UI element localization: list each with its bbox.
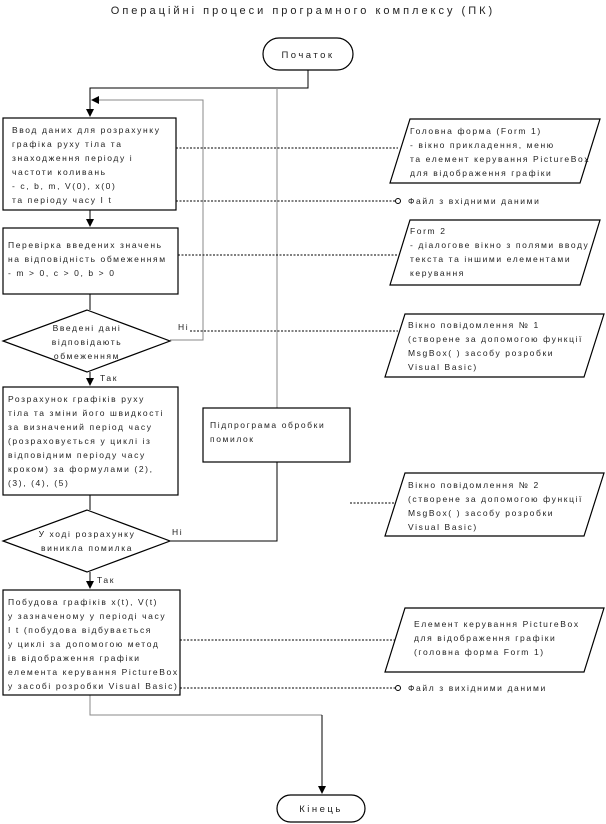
text-line: (створене за допомогою функції xyxy=(408,334,583,344)
decision-error-no-label: Ні xyxy=(172,527,183,537)
text-line: у зазначеному у періоді часу xyxy=(8,611,166,621)
text-line: обмеженням xyxy=(54,351,120,361)
text-line: Побудова графіків x(t), V(t) xyxy=(8,597,158,607)
text-line: відповідають xyxy=(52,337,123,347)
text-line: У ході розрахунку xyxy=(39,529,136,539)
text-line: у циклі за допомогою метод xyxy=(8,639,159,649)
io-main-form xyxy=(389,118,601,184)
decision-error xyxy=(1,509,172,573)
decision-valid-yes-label: Так xyxy=(100,373,118,383)
text-line: кроком) за формулами (2), xyxy=(8,464,154,474)
io-picturebox xyxy=(384,607,605,673)
text-line: Розрахунок графіків руху xyxy=(8,394,145,404)
text-line: - c, b, m, V(0), x(0) xyxy=(12,181,116,191)
text-line: для відображення графіки xyxy=(414,633,556,643)
connector-4-end-a xyxy=(89,695,322,716)
io-msgbox-2 xyxy=(384,472,605,537)
text-line: I t (побудова відбувається xyxy=(8,625,152,635)
io-form2 xyxy=(389,219,601,286)
text-line: Ввод даних для розрахунку xyxy=(12,125,161,135)
text-line: знаходження періоду і xyxy=(12,153,133,163)
text-line: частоти коливань xyxy=(12,167,107,177)
text-line: елемента керування PictureBox xyxy=(8,667,179,677)
text-line: Підпрограма обробки xyxy=(210,420,325,430)
io-msgbox-1 xyxy=(384,313,605,378)
file-output-icon xyxy=(395,685,401,691)
decision-valid-no-label: Ні xyxy=(178,322,189,332)
connector-start-to-input xyxy=(86,70,309,117)
end-label: Кінець xyxy=(299,804,343,815)
text-line: ів відображення графіки xyxy=(8,653,141,663)
text-line: у засобі розробки Visual Basic) xyxy=(8,681,178,691)
text-line: тіла та зміни його швидкості xyxy=(8,408,164,418)
process-input-data xyxy=(2,117,177,211)
subroutine-error-handler xyxy=(202,407,351,463)
file-input-icon xyxy=(395,198,401,204)
text-line: помилок xyxy=(210,434,255,444)
text-line: Вікно повідомлення № 1 xyxy=(408,320,540,330)
decision-valid xyxy=(1,309,172,373)
text-line: Головна форма (Form 1) xyxy=(410,126,542,136)
connector-loop-validation xyxy=(91,96,204,341)
text-line: Елемент керування PictureBox xyxy=(414,619,580,629)
text-line: Form 2 xyxy=(410,226,447,236)
text-line: MsgBox( ) засобу розробки xyxy=(408,508,554,518)
process-input-data-text: Ввод даних для розрахунку графіка руху т… xyxy=(12,125,161,205)
text-line: для відображення графіки xyxy=(410,168,552,178)
text-line: на відповідність обмеженням xyxy=(8,254,167,264)
text-line: виникла помилка xyxy=(41,543,133,553)
text-line: - діалогове вікно з полями вводу xyxy=(410,240,589,250)
text-line: Visual Basic) xyxy=(408,362,478,372)
text-line: - вікно прикладення, меню xyxy=(410,140,555,150)
text-line: керування xyxy=(410,268,465,278)
text-line: MsgBox( ) засобу розробки xyxy=(408,348,554,358)
text-line: (створене за допомогою функції xyxy=(408,494,583,504)
text-line: за визначений період часу xyxy=(8,422,153,432)
text-line: Перевірка введених значень xyxy=(8,240,163,250)
file-input-label: Файл з вхідними даними xyxy=(408,196,540,206)
text-line: Visual Basic) xyxy=(408,522,478,532)
text-line: - m > 0, c > 0, b > 0 xyxy=(8,268,116,278)
text-line: текста та іншими елементами xyxy=(410,254,571,264)
text-line: відповідним періоду часу xyxy=(8,450,146,460)
text-line: (3), (4), (5) xyxy=(8,478,69,488)
decision-error-yes-label: Так xyxy=(97,575,115,585)
text-line: Введені дані xyxy=(53,323,122,333)
end-terminator xyxy=(276,794,366,823)
text-line: та періоду часу I t xyxy=(12,195,112,205)
start-label: Початок xyxy=(281,50,334,61)
process-plot xyxy=(2,589,181,696)
diagram-title: Операційні процеси програмного комплексу… xyxy=(111,5,495,17)
process-validate xyxy=(2,227,179,295)
text-line: Вікно повідомлення № 2 xyxy=(408,480,540,490)
text-line: (розраховується у циклі із xyxy=(8,436,152,446)
text-line: графіка руху тіла та xyxy=(12,139,123,149)
text-line: та елемент керування PictureBox xyxy=(410,154,590,164)
text-line: (головна форма Form 1) xyxy=(414,647,545,657)
process-calculate xyxy=(2,386,179,496)
connector-d2-subroutine xyxy=(170,462,278,542)
file-output-label: Файл з вихідними даними xyxy=(408,683,547,693)
